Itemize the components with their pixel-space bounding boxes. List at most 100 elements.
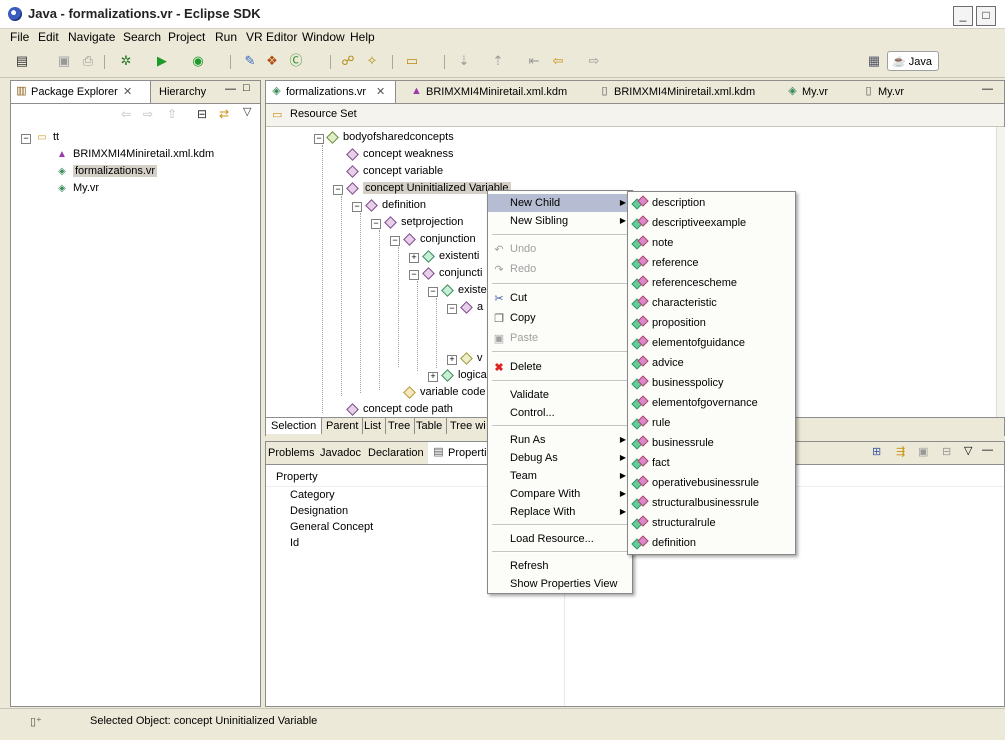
menu-navigate[interactable]: Navigate [68,30,116,44]
page-tab-tree[interactable]: Tree [384,418,416,434]
menu-item-undo[interactable]: ↶Undo [488,240,632,258]
fast-view-icon[interactable]: ▯⁺ [30,716,42,728]
property-row[interactable]: General Concept [290,521,374,533]
view-menu-icon[interactable]: ▽ [964,445,973,457]
page-tab-parent[interactable]: Parent [322,418,364,434]
editor-tab-kdm-1[interactable]: ▲ BRIMXMI4Miniretail.xml.kdm [406,81,584,103]
open-type-icon[interactable]: ☍ [341,53,355,68]
maximize-view-icon[interactable]: □ [243,82,250,94]
menu-item-compare-with[interactable]: Compare With▶ [488,485,632,503]
new-java-project-icon[interactable]: ✎ [244,53,256,68]
tab-package-explorer[interactable]: ▥ Package Explorer ✕ [11,81,151,103]
property-row[interactable]: Designation [290,505,349,517]
menu-item-show-properties-view[interactable]: Show Properties View [488,575,632,593]
menu-item-validate[interactable]: Validate [488,386,632,404]
last-edit-icon[interactable]: ⇤ [528,53,540,68]
menu-item-paste[interactable]: ▣Paste [488,329,632,347]
tree-node[interactable]: conjunction [403,231,476,248]
minimize-view-icon[interactable]: — [982,83,993,95]
page-tab-selection[interactable]: Selection [266,418,323,434]
menu-item-new-sibling[interactable]: New Sibling▶ [488,212,632,230]
tree-expand-icon[interactable]: + [409,253,419,263]
tab-problems[interactable]: Problems [268,447,315,459]
external-tools-icon[interactable]: ◉ [192,53,204,68]
forward-nav-icon[interactable]: ⇨ [143,107,154,121]
tree-node[interactable]: existenti [422,248,479,265]
menu-item-new-child[interactable]: New Child▶ [488,194,632,212]
editor-tab-my-vr-1[interactable]: ◈ My.vr [782,81,852,103]
submenu-item-referencescheme[interactable]: referencescheme [628,274,795,292]
new-class-icon[interactable]: Ⓒ [289,53,303,68]
property-row[interactable]: Category [290,489,335,501]
tree-collapse-icon[interactable]: − [447,304,457,314]
submenu-item-advice[interactable]: advice [628,354,795,372]
submenu-item-structuralrule[interactable]: structuralrule [628,514,795,532]
submenu-item-structuralbusinessrule[interactable]: structuralbusinessrule [628,494,795,512]
new-package-icon[interactable]: ❖ [266,53,278,68]
editor-tab-my-vr-2[interactable]: ▯ My.vr [858,81,928,103]
menu-item-redo[interactable]: ↷Redo [488,260,632,278]
submenu-item-fact[interactable]: fact [628,454,795,472]
tree-node[interactable]: definition [365,197,426,214]
menu-file[interactable]: File [10,30,30,44]
page-tab-table[interactable]: Table [412,418,448,434]
minimize-view-icon[interactable]: — [225,83,236,95]
restore-default-icon[interactable]: ▣ [918,446,929,458]
filter-icon[interactable]: ⊟ [942,446,952,458]
menu-help[interactable]: Help [350,30,375,44]
java-perspective-button[interactable]: ☕ Java [887,51,939,71]
tree-node[interactable]: concept weakness [346,146,454,163]
menu-item-refresh[interactable]: Refresh [488,557,632,575]
editor-tab-kdm-2[interactable]: ▯ BRIMXMI4Miniretail.xml.kdm [594,81,774,103]
menu-item-cut[interactable]: ✂Cut [488,289,632,307]
menu-item-replace-with[interactable]: Replace With▶ [488,503,632,521]
tree-expand-icon[interactable]: + [447,355,457,365]
menu-item-run-as[interactable]: Run As▶ [488,431,632,449]
tree-expand-icon[interactable]: + [428,372,438,382]
back-nav-icon[interactable]: ⇦ [121,107,132,121]
close-icon[interactable]: ✕ [376,86,386,98]
up-nav-icon[interactable]: ⇧ [167,107,178,121]
prev-annotation-icon[interactable]: ⇡ [492,53,504,68]
forward-icon[interactable]: ⇨ [588,53,600,68]
tree-node[interactable]: conjuncti [422,265,482,282]
minimize-view-icon[interactable]: — [982,444,993,456]
menu-item-delete[interactable]: ✖Delete [488,358,632,376]
submenu-item-definition[interactable]: definition [628,534,795,552]
next-annotation-icon[interactable]: ⇣ [458,53,470,68]
editor-scrollbar[interactable] [996,127,1005,417]
open-folder-icon[interactable]: ▭ [405,53,419,68]
print-icon[interactable]: ⎙ [82,53,94,68]
tree-collapse-icon[interactable]: − [314,134,324,144]
submenu-item-descriptiveexample[interactable]: descriptiveexample [628,214,795,232]
tree-node[interactable]: concept code path [346,401,453,418]
submenu-item-characteristic[interactable]: characteristic [628,294,795,312]
page-tab-tree-with-columns[interactable]: Tree wi [450,420,486,432]
run-icon[interactable]: ▶ [157,53,167,68]
menu-window[interactable]: Window [302,30,345,44]
tab-declaration[interactable]: Declaration [368,447,424,459]
menu-search[interactable]: Search [123,30,162,44]
menu-item-copy[interactable]: ❐Copy [488,309,632,327]
submenu-item-businesspolicy[interactable]: businesspolicy [628,374,795,392]
editor-tab-formalizations[interactable]: ◈ formalizations.vr ✕ [266,81,396,103]
submenu-item-proposition[interactable]: proposition [628,314,795,332]
tree-collapse-icon[interactable]: − [352,202,362,212]
tree-collapse-icon[interactable]: − [409,270,419,280]
submenu-item-operativebusinessrule[interactable]: operativebusinessrule [628,474,795,492]
new-icon[interactable]: ▤ [15,53,29,68]
property-row[interactable]: Id [290,537,300,549]
tree-node[interactable]: a [460,299,483,316]
menu-run[interactable]: Run [215,30,238,44]
tab-hierarchy[interactable]: Hierarchy [151,81,221,103]
menu-project[interactable]: Project [168,30,206,44]
debug-icon[interactable]: ✲ [120,53,132,68]
tree-node[interactable]: setprojection [384,214,463,231]
tree-node[interactable]: bodyofsharedconcepts [326,129,454,146]
maximize-button[interactable]: □ [976,6,996,26]
menu-item-control[interactable]: Control... [488,404,632,422]
menu-edit[interactable]: Edit [38,30,59,44]
back-icon[interactable]: ⇦ [552,53,564,68]
tree-node[interactable]: logica [441,367,487,384]
menu-item-load-resource[interactable]: Load Resource... [488,530,632,548]
